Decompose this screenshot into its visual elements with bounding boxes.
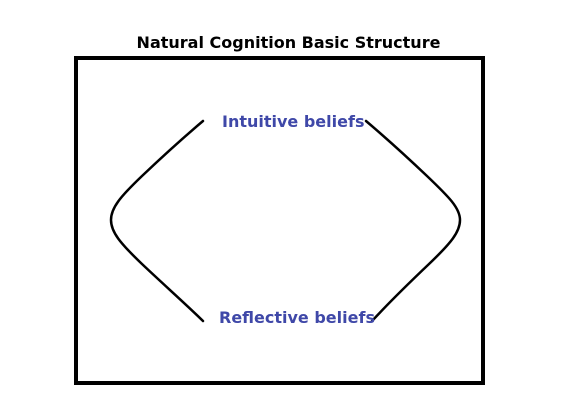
diagram-frame [74,56,485,385]
node-intuitive-beliefs: Intuitive beliefs [222,112,365,131]
diagram-title: Natural Cognition Basic Structure [136,33,441,52]
node-reflective-beliefs: Reflective beliefs [219,308,375,327]
right-connector-edge [364,119,462,323]
left-connector-edge [109,119,205,323]
